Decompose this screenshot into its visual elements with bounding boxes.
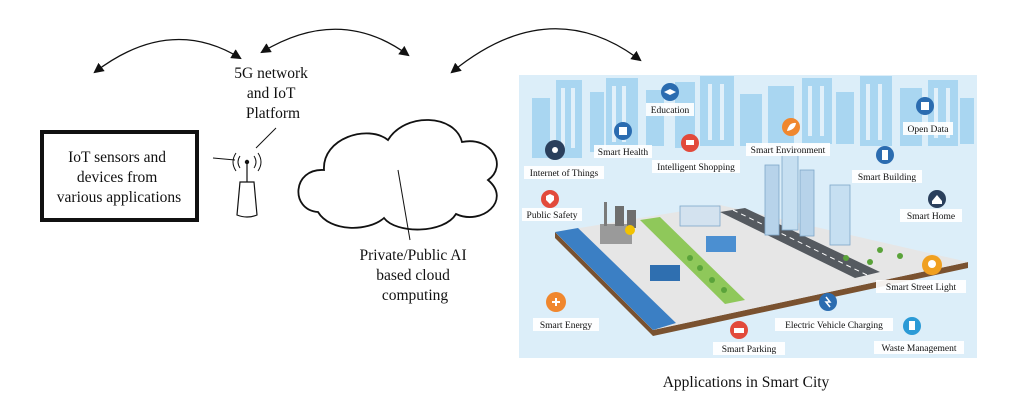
ev-label-bg: [775, 318, 893, 331]
skyline-windows: [561, 84, 950, 148]
label-smart-building: Smart Building: [858, 173, 917, 183]
network-platform-label: 5G network and IoT Platform: [234, 65, 312, 122]
cloud-line-3: computing: [382, 287, 449, 304]
waste-label-bg: [874, 341, 964, 354]
iot-label-bg: [524, 166, 604, 179]
cloud-label-connector: [397, 169, 411, 241]
label-education: Education: [651, 106, 690, 116]
home-label-bg: [900, 209, 962, 222]
road-marking: [732, 209, 868, 276]
iot-network-icon: [545, 140, 565, 160]
iot-line-3: various applications: [57, 189, 181, 206]
safety-label-bg: [522, 208, 582, 221]
city-river: [555, 228, 676, 330]
label-smart-parking: Smart Parking: [722, 345, 777, 355]
label-open-data: Open Data: [908, 125, 950, 135]
label-smart-street-light: Smart Street Light: [886, 283, 957, 293]
network-line-3: Platform: [246, 105, 300, 122]
waste-bin-icon: [903, 317, 921, 335]
energy-label-bg: [533, 318, 599, 331]
parking-icon: [730, 321, 748, 339]
city-grass-strip: [640, 217, 745, 304]
smart-health-icon: [614, 122, 632, 140]
label-public-safety: Public Safety: [527, 210, 578, 221]
iot-line-2: devices from: [77, 169, 157, 186]
label-smart-environment: Smart Environment: [751, 146, 826, 156]
building-icon: [876, 146, 894, 164]
environment-label-bg: [746, 143, 830, 156]
street-light-label-bg: [876, 280, 966, 293]
home-icon: [928, 190, 946, 208]
leaf-icon: [782, 118, 800, 136]
cloud-line-1: Private/Public AI: [359, 247, 466, 264]
arrow-cloud-to-city: [450, 28, 642, 74]
power-plant-icon: [600, 202, 636, 244]
iot-line-1: IoT sensors and: [68, 149, 166, 166]
network-line-1: 5G network: [234, 65, 308, 82]
open-data-label-bg: [903, 122, 953, 135]
street-light-icon: [922, 255, 942, 275]
shopping-label-bg: [652, 160, 740, 173]
energy-icon: [546, 292, 566, 312]
label-smart-home: Smart Home: [907, 212, 955, 222]
iot-sensors-box: [40, 130, 199, 222]
arrow-iot-to-network: [93, 38, 242, 74]
city-buildings: [650, 149, 851, 281]
ev-charging-icon: [819, 293, 837, 311]
education-icon: [661, 83, 679, 101]
shield-icon: [541, 190, 559, 208]
building-label-bg: [852, 170, 922, 183]
cloud-shape: [297, 119, 498, 231]
tower-network-connector: [255, 127, 277, 149]
label-intelligent-shopping: Intelligent Shopping: [657, 163, 735, 173]
cloud-computing-label: Private/Public AI based cloud computing: [359, 247, 470, 304]
label-smart-energy: Smart Energy: [540, 321, 593, 331]
education-label-bg: [646, 103, 694, 116]
shopping-cart-icon: [681, 134, 699, 152]
smart-city-illustration: Education Smart Health Intelligent Shopp…: [519, 75, 977, 358]
network-line-2: and IoT: [247, 85, 296, 102]
label-internet-of-things: Internet of Things: [530, 168, 599, 179]
box-tower-connector: [212, 157, 236, 161]
iot-sensors-text: IoT sensors and devices from various app…: [57, 149, 181, 206]
smart-health-label-bg: [594, 145, 652, 158]
label-smart-health: Smart Health: [598, 148, 649, 158]
antenna-tower-icon: [232, 152, 262, 218]
open-data-icon: [916, 97, 934, 115]
parking-label-bg: [713, 342, 785, 355]
smart-city-caption: Applications in Smart City: [663, 374, 830, 391]
label-ev-charging: Electric Vehicle Charging: [785, 321, 883, 331]
cloud-line-2: based cloud: [376, 267, 450, 284]
city-trees: [687, 247, 903, 293]
arrow-network-to-cloud: [260, 28, 410, 57]
label-waste-management: Waste Management: [882, 344, 957, 354]
